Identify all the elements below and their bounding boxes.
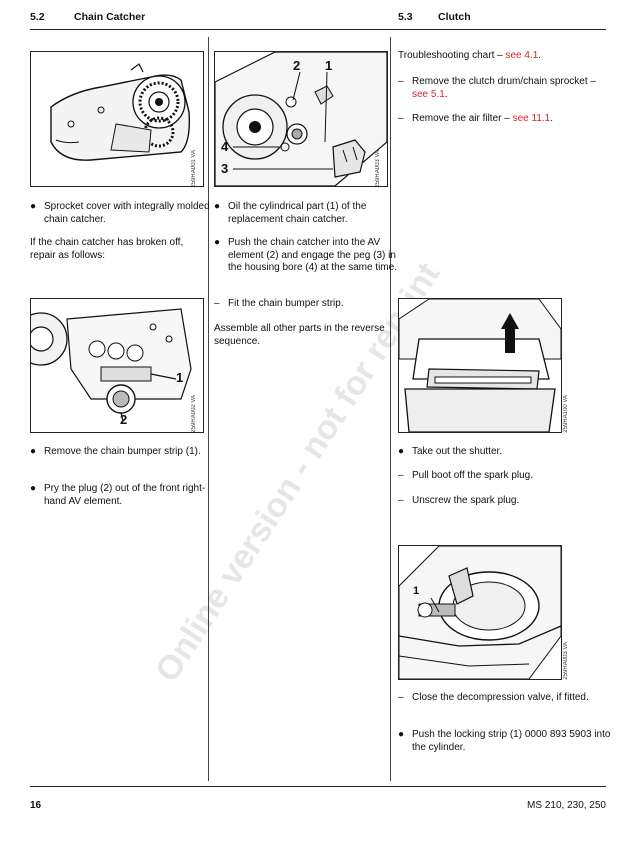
dash-marker: – xyxy=(398,470,404,481)
callout-label: 3 xyxy=(221,161,229,176)
figure-catcher-fitting xyxy=(214,51,388,187)
item-text: Pull boot off the spark plug. xyxy=(412,470,534,481)
cross-reference-link[interactable]: see 5.1 xyxy=(412,88,445,100)
bullet-marker: ● xyxy=(398,446,405,457)
text: Remove the clutch drum/chain sprocket – xyxy=(412,76,596,87)
text: . xyxy=(444,88,448,100)
bullet-marker: ● xyxy=(30,446,37,457)
item-text: Oil the cylindrical part (1) of the repl… xyxy=(228,201,367,225)
dash-marker: – xyxy=(398,692,404,703)
paragraph: Assemble all other parts in the reverse … xyxy=(214,323,385,347)
list-item: ● Push the locking strip (1) 0000 893 59… xyxy=(398,729,612,754)
list-item: ● Take out the shutter. xyxy=(398,446,612,459)
section-number-left: 5.2 xyxy=(30,11,45,23)
dash-marker: – xyxy=(398,113,404,124)
figure-shutter xyxy=(398,298,562,433)
bullet-marker: ● xyxy=(214,201,221,212)
paragraph: Troubleshooting chart – see 4.1. xyxy=(398,50,606,63)
callout-label: 2 xyxy=(293,58,301,73)
figure-sprocket-cover xyxy=(30,51,204,187)
list-item: – Remove the air filter – see 11.1. xyxy=(398,113,612,126)
list-item: ● Push the chain catcher into the AV ele… xyxy=(214,237,400,275)
dash-marker: – xyxy=(398,76,404,87)
list-item: ● Oil the cylindrical part (1) of the re… xyxy=(214,201,400,226)
paragraph: If the chain catcher has broken off, rep… xyxy=(30,237,184,261)
dash-marker: – xyxy=(398,495,404,506)
section-title-right: Clutch xyxy=(438,11,471,23)
text: Remove the air filter – xyxy=(412,113,513,124)
item-text: Fit the chain bumper strip. xyxy=(228,298,344,309)
bullet-marker: ● xyxy=(30,483,37,494)
item-text: Unscrew the spark plug. xyxy=(412,495,520,506)
item-text: Pry the plug (2) out of the front right-… xyxy=(44,483,206,507)
figure-code: 259RA002 VA xyxy=(191,395,197,433)
bullet-marker: ● xyxy=(214,237,221,248)
section-title-left: Chain Catcher xyxy=(74,11,146,23)
figure-code: 259RA003 VA xyxy=(563,642,569,680)
item-text: Push the chain catcher into the AV eleme… xyxy=(228,237,397,273)
bullet-marker: ● xyxy=(398,729,405,740)
figure-code: 259RA003 VA xyxy=(375,150,381,188)
item-text: Close the decompression valve, if fitted… xyxy=(412,692,589,703)
list-item: – Pull boot off the spark plug. xyxy=(398,470,612,483)
callout-label: 1 xyxy=(413,585,420,597)
model-label: MS 210, 230, 250 xyxy=(527,800,606,811)
bullet-marker: ● xyxy=(30,201,37,212)
text: . xyxy=(550,113,554,124)
list-item: ● Sprocket cover with integrally molded … xyxy=(30,201,214,226)
list-item: – Remove the clutch drum/chain sprocket … xyxy=(398,76,602,101)
list-item: ● Remove the chain bumper strip (1). xyxy=(30,446,214,459)
item-text: Sprocket cover with integrally molded ch… xyxy=(44,201,210,225)
item-text: Remove the chain bumper strip (1). xyxy=(44,446,201,457)
figure-bumper-strip xyxy=(30,298,204,433)
cross-reference-link[interactable]: see 11.1 xyxy=(512,113,551,124)
item-text: Push the locking strip (1) 0000 893 5903… xyxy=(412,729,611,753)
list-item: ● Pry the plug (2) out of the front righ… xyxy=(30,483,214,508)
list-item: – Close the decompression valve, if fitt… xyxy=(398,692,612,705)
figure-code: 259RA100 VA xyxy=(563,395,569,433)
footer-rule xyxy=(30,786,606,787)
text: . xyxy=(538,50,542,61)
figure-code: 259RA001 VA xyxy=(191,150,197,188)
section-number-right: 5.3 xyxy=(398,11,413,23)
callout-label: 1 xyxy=(325,58,333,73)
list-item: – Fit the chain bumper strip. xyxy=(214,298,400,311)
cross-reference-link[interactable]: see 4.1 xyxy=(505,50,539,61)
text: Troubleshooting chart – xyxy=(398,50,506,61)
item-text: Take out the shutter. xyxy=(412,446,503,457)
figure-locking-strip xyxy=(398,545,562,680)
list-item: – Unscrew the spark plug. xyxy=(398,495,612,508)
dash-marker: – xyxy=(214,298,220,309)
callout-label: 1 xyxy=(176,370,184,385)
callout-label: 2 xyxy=(120,412,128,427)
page-number: 16 xyxy=(30,800,42,811)
header-rule xyxy=(30,29,606,30)
column-divider-1 xyxy=(208,37,209,781)
column-divider-2 xyxy=(390,37,391,781)
callout-label: 4 xyxy=(221,139,229,154)
